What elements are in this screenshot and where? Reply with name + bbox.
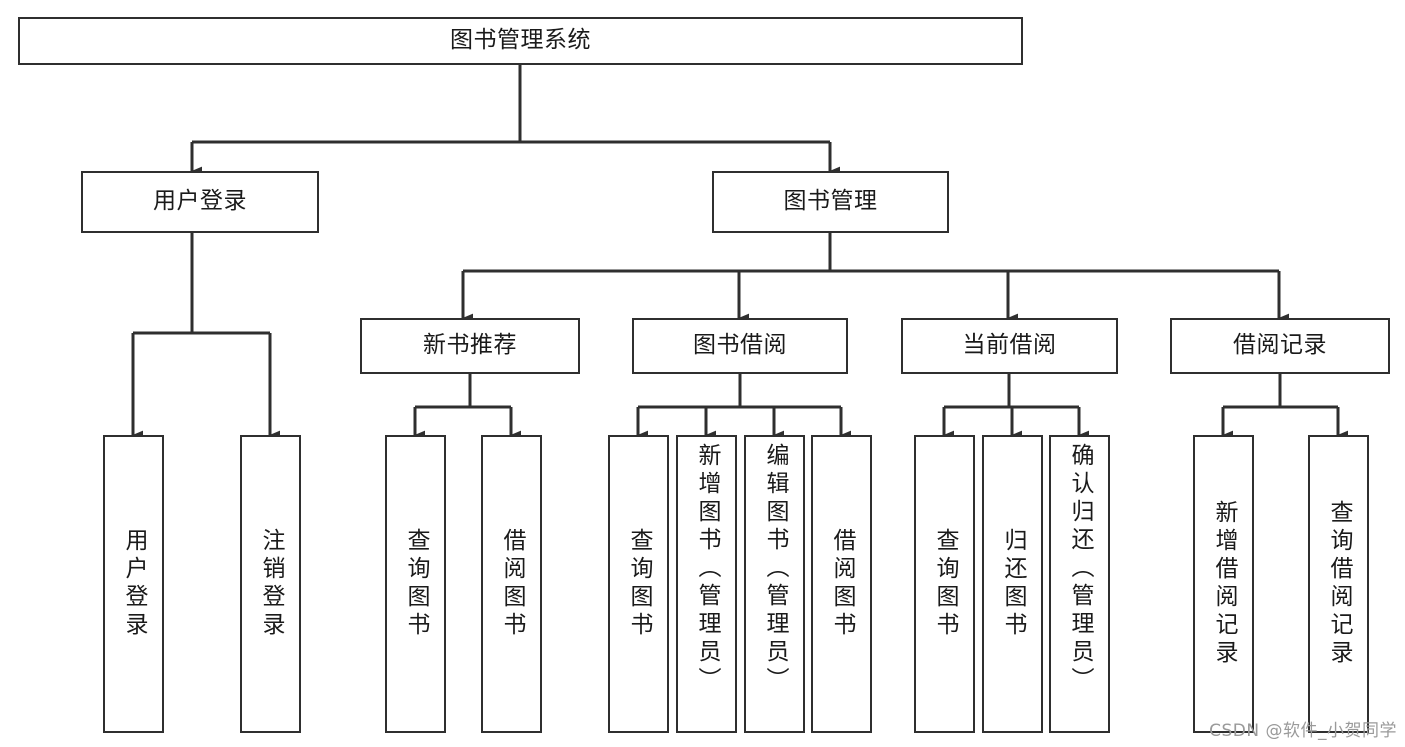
node-leaf-add-book-admin[interactable]: 新增图书（管理员）	[676, 435, 737, 733]
node-book-borrow[interactable]: 图书借阅	[632, 318, 848, 374]
node-leaf-cur-query-book-label: 查询图书	[932, 528, 958, 640]
node-leaf-rec-borrow-book[interactable]: 借阅图书	[481, 435, 542, 733]
node-leaf-user-login-label: 用户登录	[121, 528, 147, 640]
node-current-borrow-label: 当前借阅	[962, 332, 1057, 359]
node-leaf-cur-query-book[interactable]: 查询图书	[914, 435, 975, 733]
node-leaf-return-book-label: 归还图书	[1000, 528, 1026, 640]
node-user-login[interactable]: 用户登录	[81, 171, 319, 233]
node-root[interactable]: 图书管理系统	[18, 17, 1023, 65]
node-leaf-add-book-admin-label: 新增图书（管理员）	[694, 443, 720, 695]
node-root-label: 图书管理系统	[450, 27, 591, 54]
node-leaf-borrow-query-book-label: 查询图书	[626, 528, 652, 640]
csdn-watermark: CSDN @软件_小贺同学	[1209, 721, 1397, 741]
node-leaf-query-borrow-record-label: 查询借阅记录	[1326, 500, 1352, 668]
node-borrow-record[interactable]: 借阅记录	[1170, 318, 1390, 374]
node-new-book-rec-label: 新书推荐	[423, 332, 517, 359]
node-leaf-user-logout[interactable]: 注销登录	[240, 435, 301, 733]
node-new-book-rec[interactable]: 新书推荐	[360, 318, 580, 374]
node-leaf-user-login[interactable]: 用户登录	[103, 435, 164, 733]
node-leaf-user-logout-label: 注销登录	[258, 528, 284, 640]
node-leaf-confirm-return-admin[interactable]: 确认归还（管理员）	[1049, 435, 1110, 733]
node-leaf-rec-query-book-label: 查询图书	[403, 528, 429, 640]
node-leaf-confirm-return-admin-label: 确认归还（管理员）	[1067, 443, 1093, 695]
node-leaf-edit-book-admin[interactable]: 编辑图书（管理员）	[744, 435, 805, 733]
node-book-manage-label: 图书管理	[783, 188, 878, 215]
node-user-login-label: 用户登录	[153, 188, 247, 215]
node-leaf-add-borrow-record[interactable]: 新增借阅记录	[1193, 435, 1254, 733]
node-leaf-borrow-query-book[interactable]: 查询图书	[608, 435, 669, 733]
node-borrow-record-label: 借阅记录	[1233, 332, 1327, 359]
node-book-borrow-label: 图书借阅	[693, 332, 787, 359]
node-leaf-rec-query-book[interactable]: 查询图书	[385, 435, 446, 733]
node-leaf-borrow-borrow-book[interactable]: 借阅图书	[811, 435, 872, 733]
node-leaf-return-book[interactable]: 归还图书	[982, 435, 1043, 733]
node-book-manage[interactable]: 图书管理	[712, 171, 949, 233]
node-leaf-add-borrow-record-label: 新增借阅记录	[1211, 500, 1237, 668]
node-current-borrow[interactable]: 当前借阅	[901, 318, 1118, 374]
node-leaf-rec-borrow-book-label: 借阅图书	[499, 528, 525, 640]
node-leaf-query-borrow-record[interactable]: 查询借阅记录	[1308, 435, 1369, 733]
connector-lines	[131, 65, 1349, 440]
node-leaf-borrow-borrow-book-label: 借阅图书	[829, 528, 855, 640]
node-leaf-edit-book-admin-label: 编辑图书（管理员）	[762, 443, 788, 695]
